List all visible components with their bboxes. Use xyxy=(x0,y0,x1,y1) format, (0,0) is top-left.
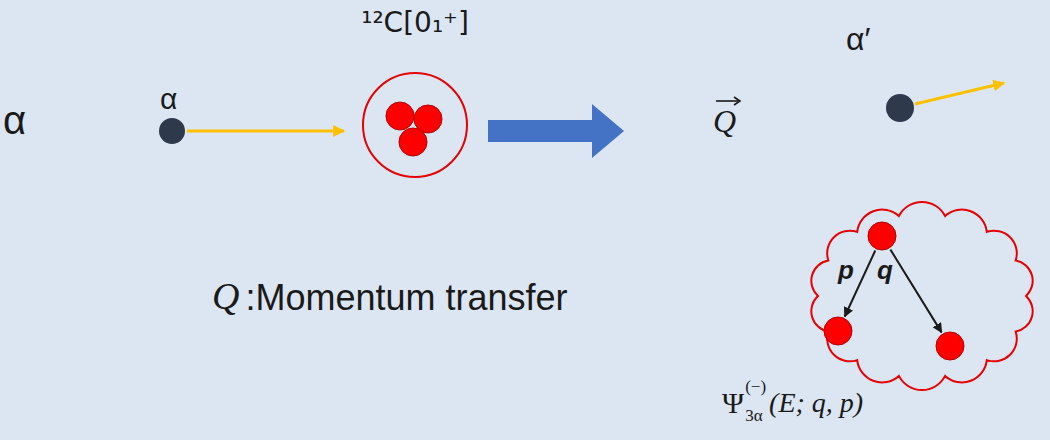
nucleus-label: ¹²C[0₁⁺] xyxy=(361,8,469,39)
nucleus-circle xyxy=(363,73,467,177)
incoming-arrow xyxy=(187,130,344,133)
momentum-label: p xyxy=(838,256,854,285)
momentum-symbol: Q xyxy=(713,104,736,139)
vector-arrow xyxy=(716,100,738,102)
alpha-particle xyxy=(159,118,185,144)
momentum-label: q xyxy=(877,256,893,285)
cloud-outline xyxy=(800,196,1044,396)
legend-note: :Momentum transfer xyxy=(245,278,567,318)
three-alpha-cloud: pq xyxy=(800,196,1044,396)
jacobi-vector xyxy=(890,250,941,333)
wavefunction-arguments: (E; q, p) xyxy=(769,388,863,419)
reaction-arrow xyxy=(488,104,624,158)
momentum-symbol: Q xyxy=(212,276,239,318)
continuum-cloud xyxy=(811,202,1032,390)
alpha-particle xyxy=(824,317,852,345)
alpha-particle xyxy=(868,222,896,250)
nucleus-node: ¹²C[0₁⁺] xyxy=(350,6,480,186)
wavefunction-symbol: Ψ xyxy=(722,386,744,419)
alpha-particle xyxy=(886,94,914,122)
ejectile-label: α′ xyxy=(846,22,871,57)
alpha-particle xyxy=(936,332,964,360)
alpha-cluster xyxy=(399,128,427,156)
projectile-label: α xyxy=(160,82,177,115)
wavefunction-superscript: (−) xyxy=(745,378,766,397)
projectile-label: α xyxy=(3,98,26,142)
wavefunction-subscript: 3α xyxy=(745,407,762,426)
alpha-cluster xyxy=(386,102,414,130)
outgoing-arrow xyxy=(915,83,1004,104)
